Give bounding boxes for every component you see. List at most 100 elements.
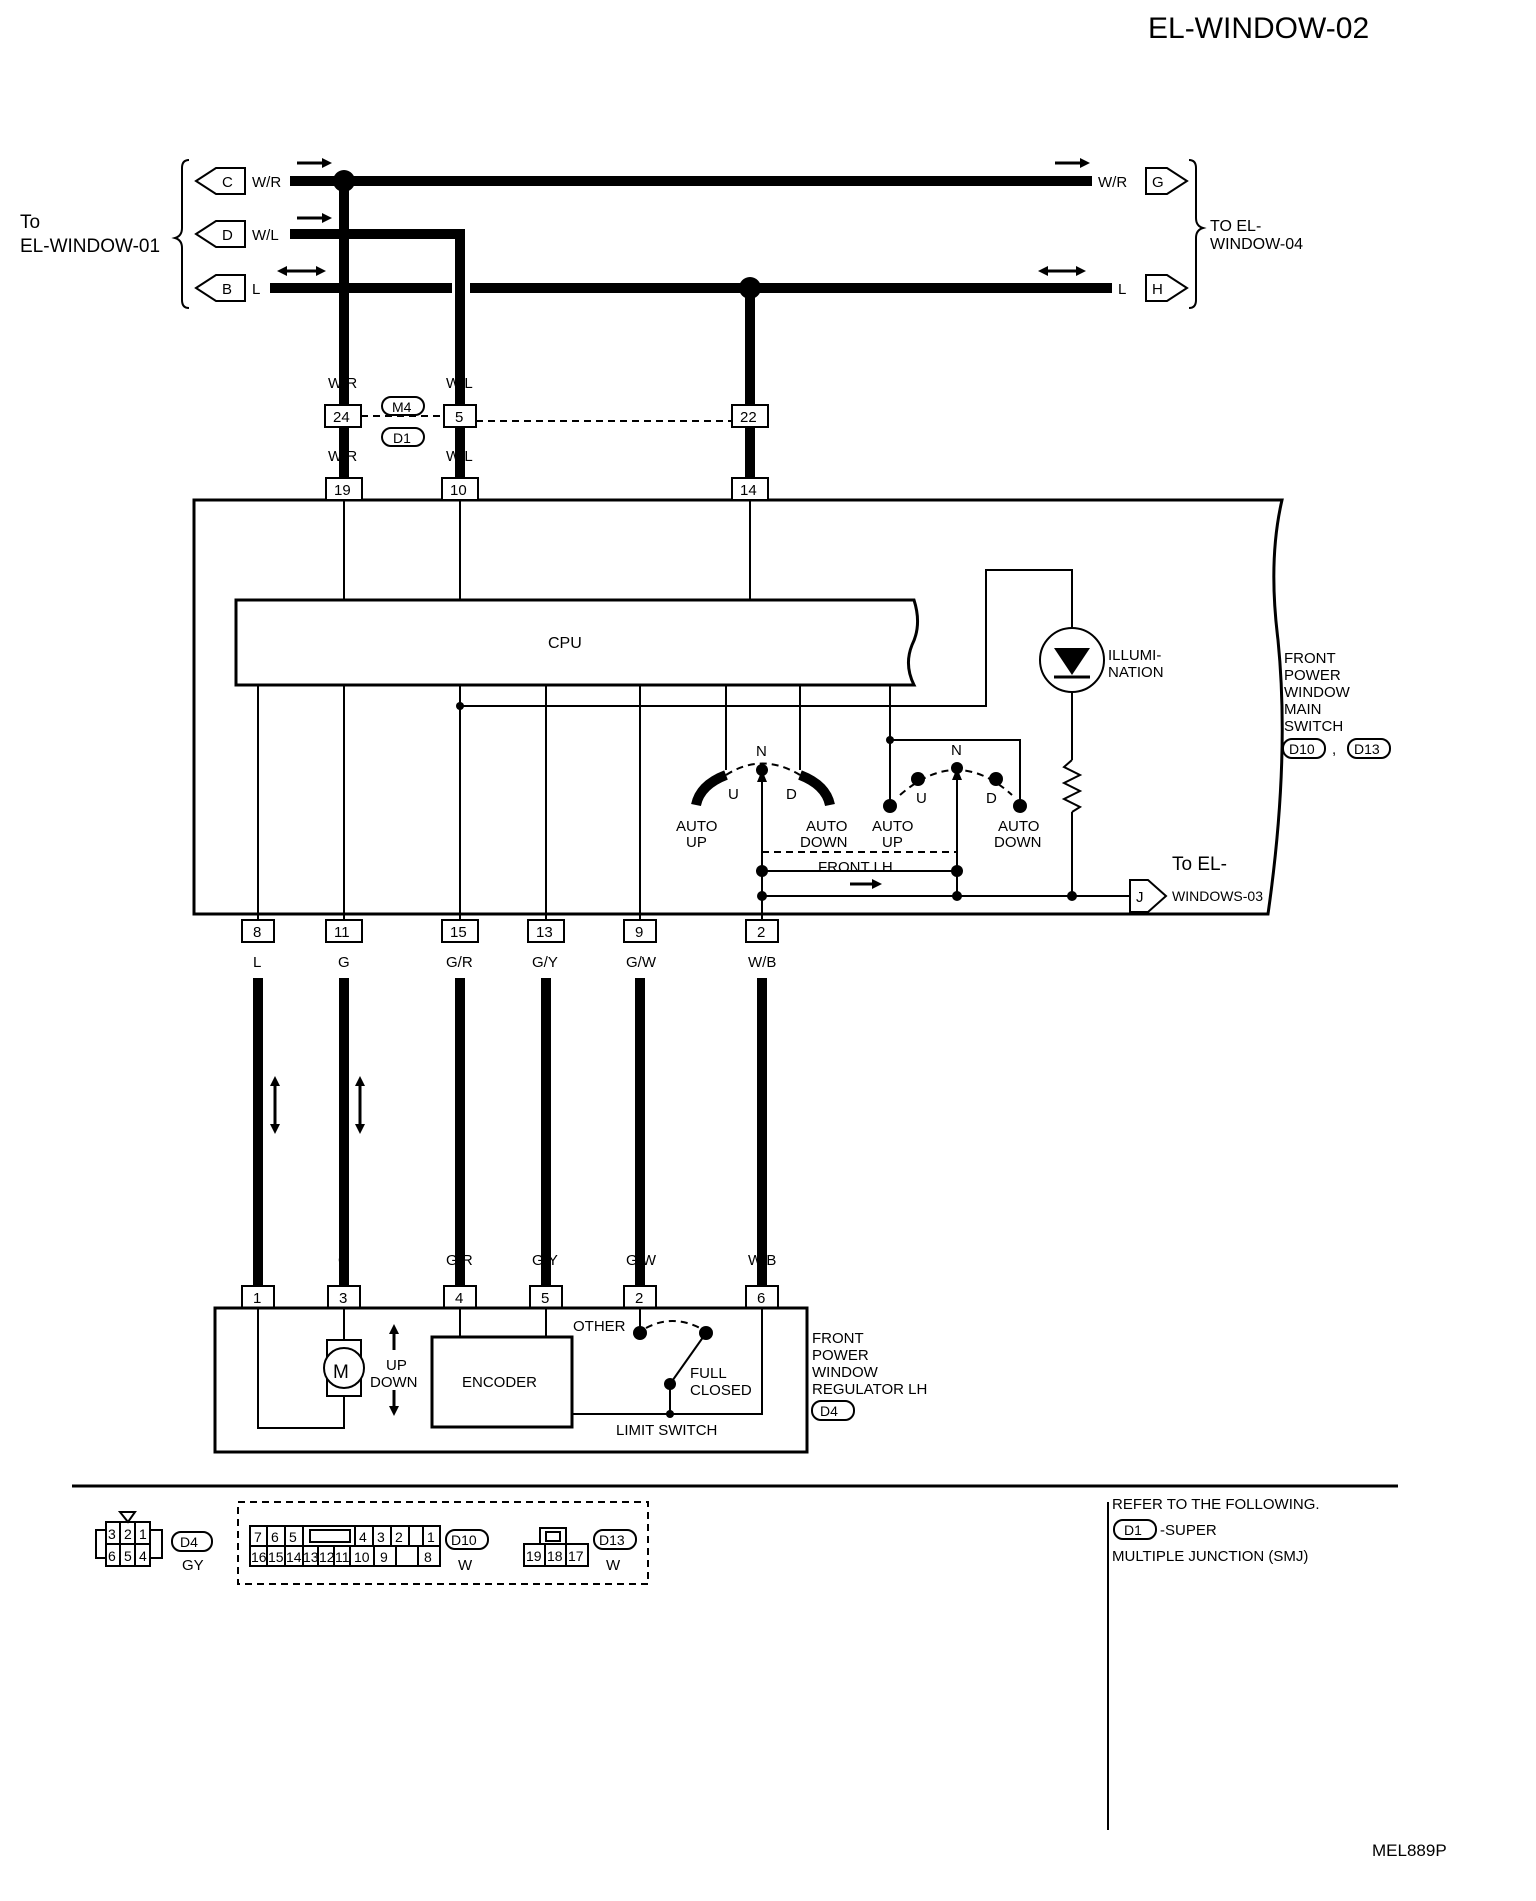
connector-badge-d13: D13	[1347, 738, 1391, 759]
main-switch-sep: ,	[1332, 741, 1336, 758]
svg-text:11: 11	[335, 1549, 350, 1565]
full-label: FULL	[690, 1365, 727, 1382]
bw-label-g-top: G	[338, 954, 350, 971]
wire-wl-top	[290, 229, 465, 412]
splice-l	[739, 277, 761, 299]
legend-d13-color: W	[606, 1557, 621, 1574]
svg-text:19: 19	[526, 1548, 542, 1564]
svg-text:6: 6	[271, 1529, 279, 1545]
svg-text:4: 4	[455, 1290, 463, 1307]
switch-pin-10: 10	[441, 477, 479, 501]
bw-label-gr-top: G/R	[446, 954, 473, 971]
sw2-lever-arrow	[952, 768, 962, 780]
regulator-label-1: FRONT	[812, 1330, 864, 1347]
svg-text:15: 15	[268, 1549, 284, 1565]
reg-pin-6: 6	[745, 1285, 779, 1309]
legend-badge-d13: D13	[593, 1529, 637, 1550]
sw1-auto-up-1: AUTO	[676, 818, 717, 835]
illumination-label-1: ILLUMI-	[1108, 647, 1161, 664]
regulator-label-2: POWER	[812, 1347, 869, 1364]
illumination-lamp	[1039, 627, 1105, 693]
svg-text:10: 10	[450, 482, 467, 499]
junction-connector-d1: D1	[381, 427, 425, 447]
direction-arrow-wr-right	[1055, 158, 1090, 168]
sw2-n: N	[951, 742, 962, 759]
svg-text:M4: M4	[392, 399, 412, 415]
svg-text:12: 12	[319, 1549, 335, 1565]
svg-text:1: 1	[427, 1529, 435, 1545]
switch-bottom-pin-13: 13	[527, 919, 565, 943]
main-switch-label-5: SWITCH	[1284, 718, 1343, 735]
wire-label-wr-sw: W/R	[328, 448, 357, 465]
switch-bottom-pin-15: 15	[441, 919, 479, 943]
svg-text:6: 6	[108, 1548, 116, 1564]
sw1-d: D	[786, 786, 797, 803]
limit-switch-label: LIMIT SWITCH	[616, 1422, 717, 1439]
connector-badge-d4: D4	[811, 1400, 855, 1421]
svg-text:G: G	[1152, 174, 1164, 191]
main-switch-label-1: FRONT	[1284, 650, 1336, 667]
up-down-arrows	[389, 1324, 399, 1416]
reg-pin-5: 5	[529, 1285, 563, 1309]
svg-text:1: 1	[253, 1290, 261, 1307]
motor-icon: M	[323, 1339, 365, 1397]
bw-label-gy-top: G/Y	[532, 954, 558, 971]
wire-label-wr-j: W/R	[328, 375, 357, 392]
linkage-dot-2	[951, 865, 963, 877]
sw1-n: N	[756, 743, 767, 760]
svg-text:14: 14	[740, 482, 757, 499]
svg-text:C: C	[222, 174, 233, 191]
wire-label-wl-j: W/L	[446, 375, 473, 392]
direction-arrow-l-left	[277, 266, 326, 276]
sw1-u: U	[728, 786, 739, 803]
svg-text:18: 18	[547, 1548, 563, 1564]
svg-text:2: 2	[124, 1526, 132, 1542]
reg-pin-3: 3	[327, 1285, 361, 1309]
svg-text:2: 2	[395, 1529, 403, 1545]
sw2-junction	[886, 736, 894, 744]
wire-label-l-j: L	[744, 375, 752, 392]
junction-pin-24: 24	[324, 404, 362, 428]
main-switch-label-2: POWER	[1284, 667, 1341, 684]
wire-label-wr-right: W/R	[1098, 174, 1127, 191]
svg-text:B: B	[222, 281, 232, 298]
regulator-label-3: WINDOW	[812, 1364, 879, 1381]
sw2-frame	[889, 685, 1021, 805]
svg-text:9: 9	[635, 924, 643, 941]
svg-text:4: 4	[139, 1548, 147, 1564]
sw2-u: U	[916, 790, 927, 807]
svg-text:3: 3	[339, 1290, 347, 1307]
cpu-label: CPU	[548, 635, 582, 652]
wire-label-wl-left: W/L	[252, 227, 279, 244]
sw2-auto-up-1: AUTO	[872, 818, 913, 835]
sw2-auto-down-dot	[1013, 799, 1027, 813]
other-label: OTHER	[573, 1318, 626, 1335]
svg-text:10: 10	[354, 1549, 370, 1565]
left-ref-line1: To	[20, 212, 40, 233]
svg-text:14: 14	[286, 1549, 302, 1565]
svg-text:D13: D13	[599, 1532, 625, 1548]
left-brace	[171, 159, 190, 309]
svg-text:4: 4	[359, 1529, 367, 1545]
svg-text:D: D	[222, 227, 233, 244]
right-ref-line2: WINDOW-04	[1210, 236, 1303, 253]
limit-other-dot	[633, 1326, 647, 1340]
limit-junction	[666, 1410, 674, 1418]
svg-text:6: 6	[757, 1290, 765, 1307]
rail-dot-3	[1067, 891, 1077, 901]
svg-text:3: 3	[108, 1526, 116, 1542]
connector-d: D	[194, 220, 246, 248]
common-line	[460, 569, 1073, 707]
junction-dot-common	[456, 702, 464, 710]
wire-label-wl-sw: W/L	[446, 448, 473, 465]
svg-text:5: 5	[289, 1529, 297, 1545]
bidir-arrow-l	[270, 1076, 280, 1134]
sw2-d-dot	[989, 772, 1003, 786]
svg-text:D1: D1	[1124, 1522, 1142, 1538]
sw2-auto-up-dot	[883, 799, 897, 813]
page-title: EL-WINDOW-02	[1148, 12, 1369, 45]
svg-text:H: H	[1152, 281, 1163, 298]
svg-text:5: 5	[124, 1548, 132, 1564]
down-label: DOWN	[370, 1374, 418, 1391]
